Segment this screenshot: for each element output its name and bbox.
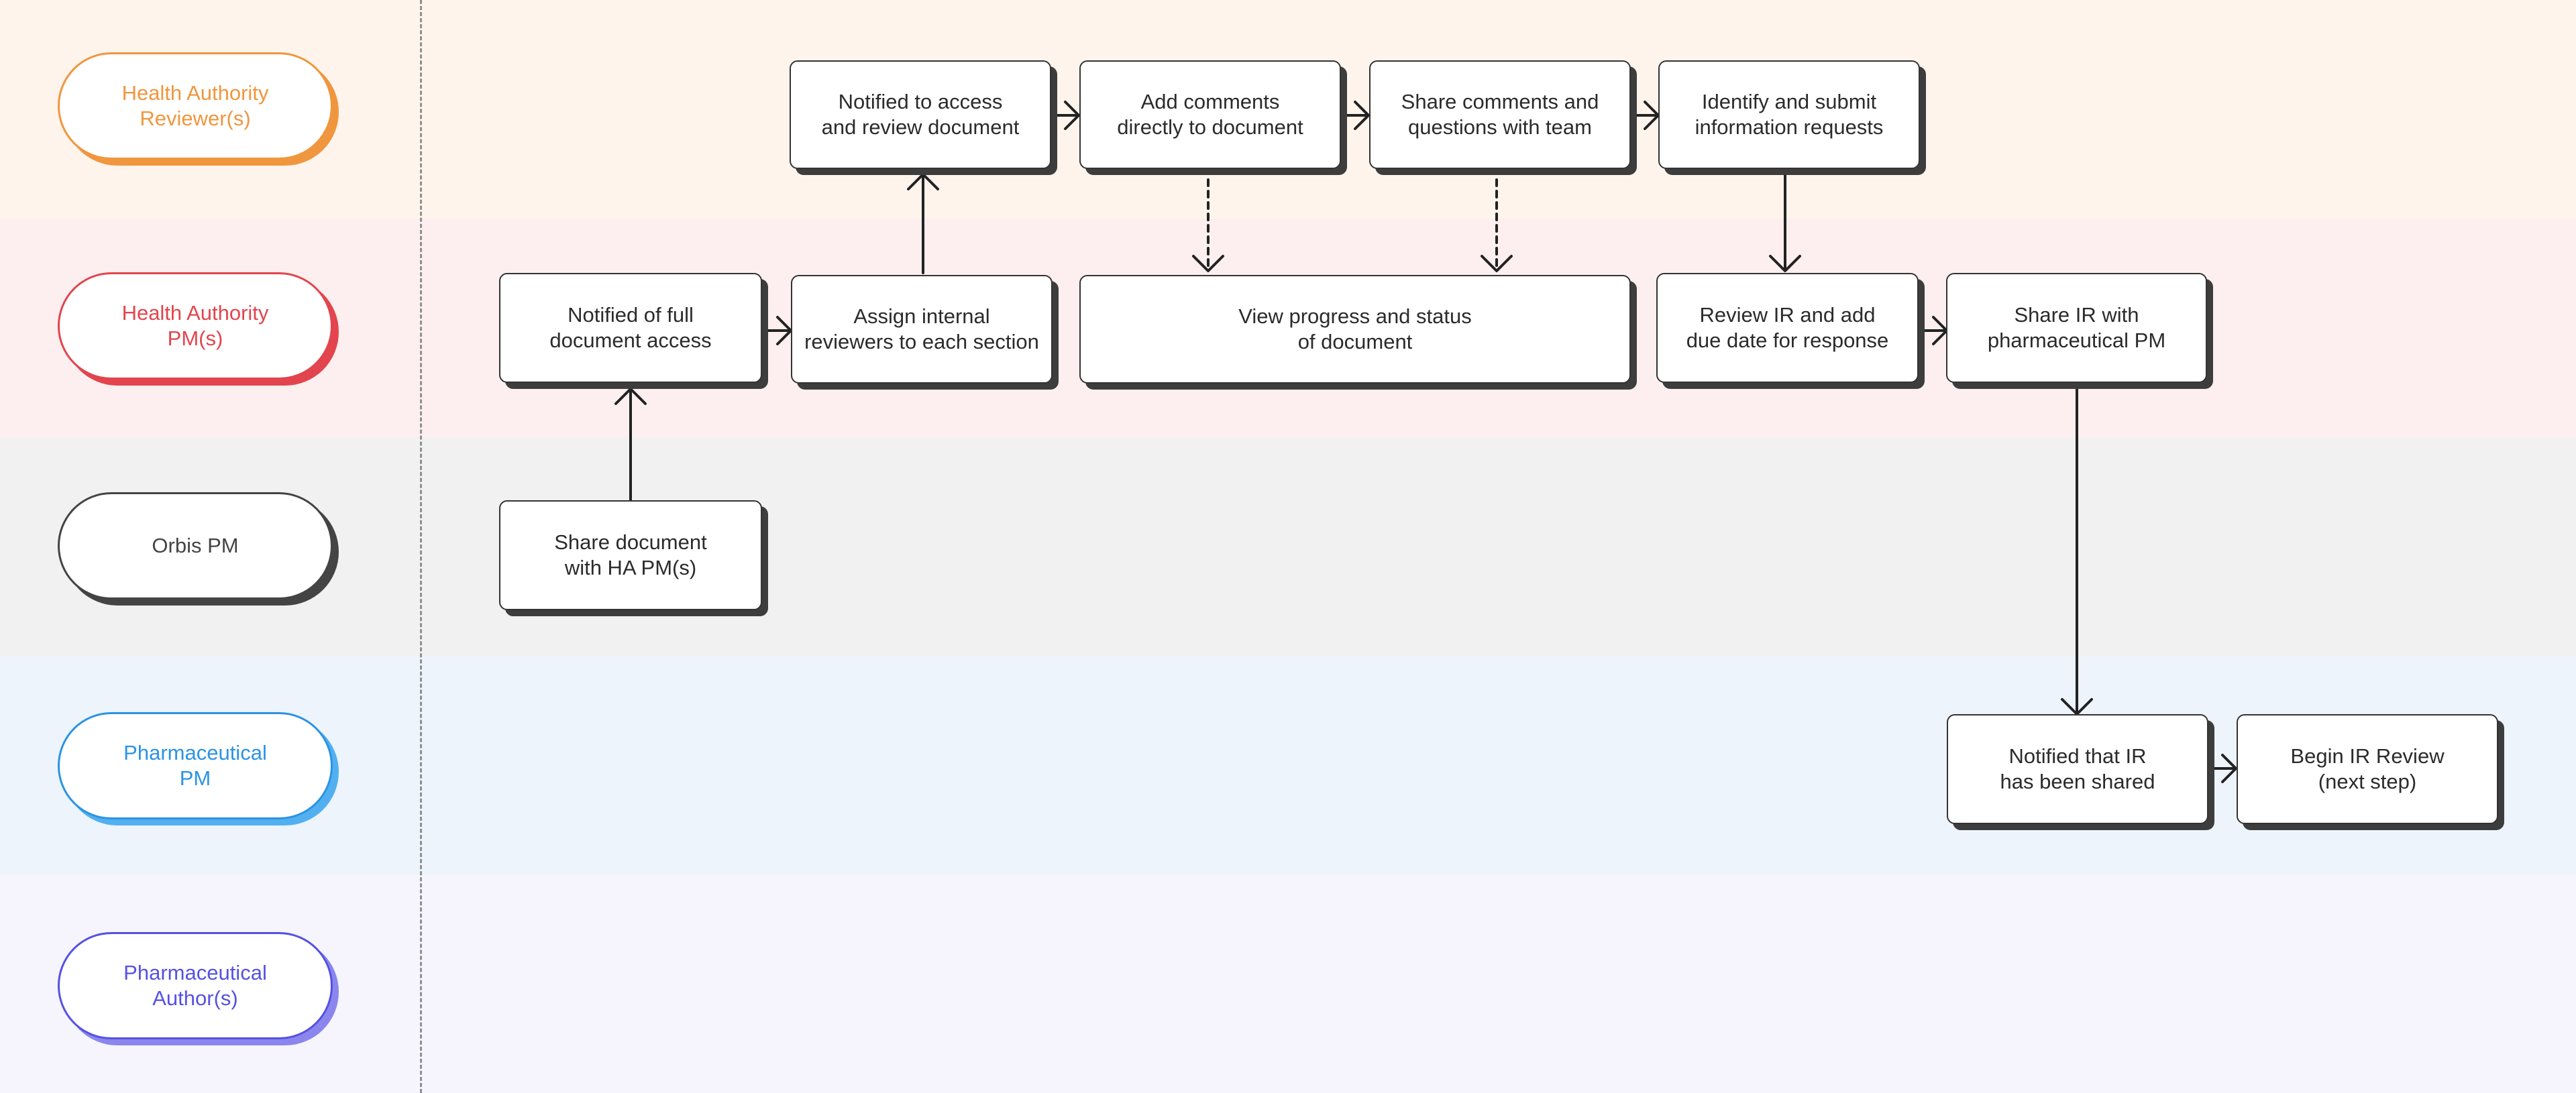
- step-share-document: Share document with HA PM(s): [499, 500, 762, 610]
- step-review-ir: Review IR and add due date for response: [1656, 273, 1919, 383]
- lane-divider: [420, 0, 422, 1093]
- dotted-arrow-add-comments-to-view-progress: [1192, 178, 1224, 272]
- step-share-comments: Share comments and questions with team: [1369, 60, 1631, 169]
- arrow-identify-submit-to-review-ir: [1769, 174, 1801, 272]
- step-assign-reviewers: Assign internal reviewers to each sectio…: [791, 275, 1053, 384]
- arrow-notified-access-to-add-comments: [1053, 101, 1080, 130]
- role-health-authority-pms: Health Authority PM(s): [58, 272, 333, 380]
- arrow-review-ir-to-share-ir: [1921, 316, 1948, 345]
- arrow-share-ir-to-notified-ir: [2061, 385, 2093, 715]
- arrow-share-comments-to-identify-submit: [1633, 101, 1660, 130]
- step-begin-ir-review: Begin IR Review (next step): [2237, 714, 2498, 824]
- arrow-assign-reviewers-to-notified-access: [907, 173, 939, 274]
- step-notified-full-access: Notified of full document access: [499, 273, 762, 383]
- arrow-add-comments-to-share-comments: [1343, 101, 1370, 130]
- dotted-arrow-share-comments-to-view-progress: [1481, 178, 1513, 272]
- arrow-share-document-to-notified-full: [614, 388, 647, 501]
- lane-pharmaceutical-authors: [0, 874, 2576, 1093]
- role-health-authority-reviewers: Health Authority Reviewer(s): [58, 52, 333, 160]
- arrow-notified-ir-to-begin-ir: [2211, 754, 2237, 783]
- lane-orbis-pm: [0, 437, 2576, 656]
- step-identify-submit-ir: Identify and submit information requests: [1658, 60, 1920, 169]
- step-notified-ir-shared: Notified that IR has been shared: [1947, 714, 2208, 824]
- step-share-ir: Share IR with pharmaceutical PM: [1946, 273, 2207, 383]
- role-pharmaceutical-pm: Pharmaceutical PM: [58, 712, 333, 819]
- role-pharmaceutical-authors: Pharmaceutical Author(s): [58, 932, 333, 1039]
- arrow-notified-full-to-assign-reviewers: [765, 316, 792, 345]
- role-orbis-pm: Orbis PM: [58, 492, 333, 599]
- step-view-progress: View progress and status of document: [1079, 275, 1631, 384]
- step-notified-to-access: Notified to access and review document: [790, 60, 1051, 169]
- step-add-comments: Add comments directly to document: [1079, 60, 1341, 169]
